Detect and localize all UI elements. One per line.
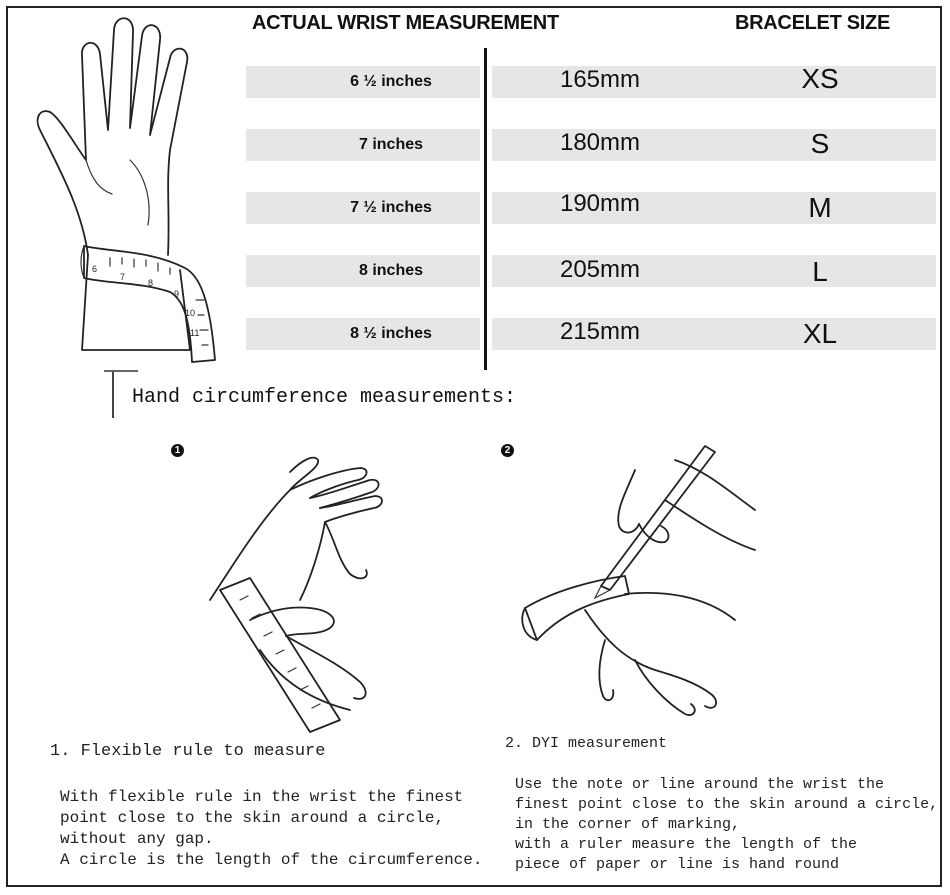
step-1-description: With flexible rule in the wrist the fine… [60,787,482,871]
description-line: without any gap. [60,830,214,848]
heading-marker [112,372,114,418]
wrist-mm: 205mm [559,256,641,283]
description-line: Use the note or line around the wrist th… [515,776,885,793]
wrist-mm: 165mm [559,66,641,93]
tape-number: 6 [92,264,97,274]
description-line: A circle is the length of the circumfere… [60,851,483,869]
description-line: finest point close to the skin around a … [515,796,939,813]
step-2-number-badge: 2 [501,444,514,457]
description-line: with a ruler measure the length of the [515,836,858,853]
paper-strip-illustration [521,445,756,716]
tape-number: 11 [190,328,199,338]
tape-number: 10 [185,308,195,318]
wrist-mm: 215mm [559,318,641,345]
bracelet-size: L [812,256,828,287]
section-title: Hand circumference measurements: [132,386,517,409]
tape-number: 9 [174,289,179,299]
wrist-inches: 7 inches [358,136,424,153]
page-frame [6,6,942,887]
wrist-inches: 8 ½ inches [350,325,432,342]
wrist-inches: 7 ½ inches [350,199,432,216]
description-line: point close to the skin around a circle, [60,809,445,827]
bracelet-size: S [810,128,830,159]
column-divider [484,48,487,370]
heading-marker [104,370,138,372]
step-1-caption: 1. Flexible rule to measure [50,742,326,761]
flexible-rule-illustration [209,456,383,733]
bracelet-size: XL [802,318,838,349]
wrist-inches: 8 inches [358,262,424,279]
bracelet-size: XS [801,63,839,94]
wrist-mm: 180mm [559,129,641,156]
tape-number: 7 [120,272,125,282]
tape-number: 8 [148,278,153,288]
step-2-caption: 2. DYI measurement [505,735,668,752]
step-1-number-badge: 1 [171,444,184,457]
wrist-measurement-header: ACTUAL WRIST MEASUREMENT [252,12,559,34]
description-line: With flexible rule in the wrist the fine… [60,788,464,806]
bracelet-size: M [808,192,832,223]
step-2-description: Use the note or line around the wrist th… [515,775,938,875]
hand-with-tape-illustration: 6 7 8 9 10 11 [36,17,216,363]
description-line: piece of paper or line is hand round [515,856,840,873]
bracelet-size-header: BRACELET SIZE [735,12,890,34]
description-line: in the corner of marking, [515,816,741,833]
wrist-mm: 190mm [559,190,641,217]
wrist-inches: 6 ½ inches [350,73,432,90]
